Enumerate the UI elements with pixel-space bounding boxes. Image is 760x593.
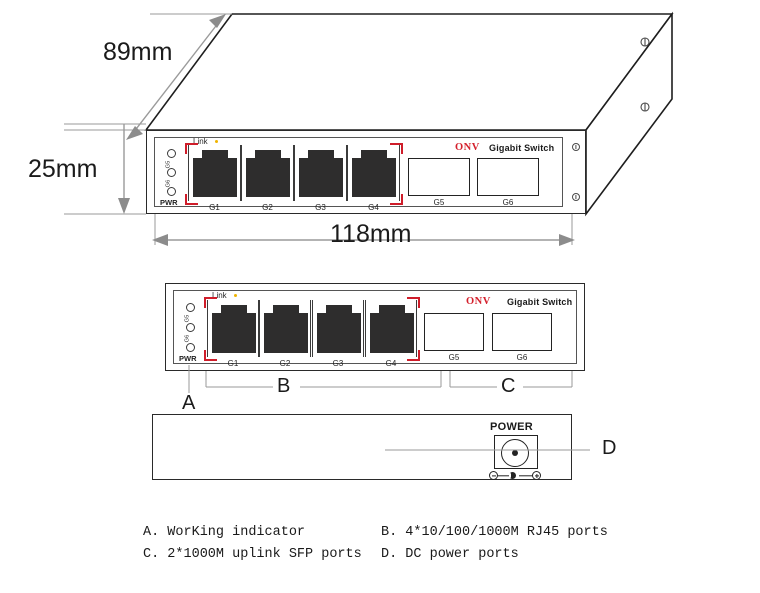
polarity-center-pin-icon [509, 472, 516, 479]
panel-screw-top-1 [572, 143, 580, 151]
rj45-port-g4-callout[interactable] [365, 300, 417, 357]
led-indicator-group-callout: G5 G6 PWR [179, 297, 206, 363]
led-pwr-callout [186, 343, 195, 352]
link-label-top: Link [193, 137, 208, 146]
callout-letter-c: C [501, 375, 516, 397]
link-indicator-dot-callout [234, 294, 237, 297]
chassis-screws-3d [640, 37, 650, 112]
rj45-port-g2-callout[interactable] [259, 300, 311, 357]
dimension-arrow-height [64, 123, 146, 215]
callout-leaders-abc [188, 365, 573, 393]
port-label-g2-top: G2 [262, 203, 273, 212]
product-name-top: Gigabit Switch [489, 143, 555, 153]
callout-leader-d [385, 449, 590, 451]
port-label-g4-top: G4 [368, 203, 379, 212]
led-indicator-group-top: G5 G6 PWR [160, 144, 187, 207]
port-label-g3-callout: G3 [332, 359, 344, 368]
switch-right-face [585, 11, 673, 217]
legend-item-d: D. DC power ports [381, 547, 519, 562]
legend-item-c: C. 2*1000M uplink SFP ports [143, 547, 362, 562]
rj45-port-g4-top[interactable] [347, 145, 400, 201]
rj45-port-g2-top[interactable] [241, 145, 294, 201]
sfp-port-g6-callout[interactable] [492, 313, 552, 351]
port-label-sfp-g6-top: G6 [502, 198, 514, 207]
brand-logo-onv-top: ONV [455, 142, 480, 153]
callout-letter-d: D [602, 437, 617, 459]
product-name-callout: Gigabit Switch [507, 297, 573, 307]
power-label: POWER [490, 421, 534, 433]
brand-logo-onv-callout: ONV [466, 296, 491, 307]
dimension-arrow-width [152, 214, 575, 246]
port-label-sfp-g5-top: G5 [433, 198, 445, 207]
rj45-port-g1-top[interactable] [188, 145, 241, 201]
led-g5-callout [186, 303, 195, 312]
dimension-arrow-depth [64, 13, 232, 140]
led-g5-top [167, 149, 176, 158]
port-label-g1-callout: G1 [227, 359, 239, 368]
led-g6-callout [186, 323, 195, 332]
link-label-callout: Link [212, 291, 227, 300]
port-label-g3-top: G3 [315, 203, 326, 212]
link-indicator-dot-top [215, 140, 218, 143]
led-label-pwr-callout: PWR [179, 354, 197, 363]
legend-item-a: A. WorKing indicator [143, 525, 306, 540]
rj45-port-group-callout [207, 300, 417, 357]
port-label-sfp-g5-callout: G5 [448, 353, 460, 362]
dc-polarity-marking [489, 471, 545, 481]
polarity-negative-icon [489, 471, 498, 480]
polarity-positive-icon [532, 471, 541, 480]
legend-item-b: B. 4*10/100/1000M RJ45 ports [381, 525, 608, 540]
rj45-port-g3-top[interactable] [294, 145, 347, 201]
dc-power-jack-pin [512, 450, 518, 456]
led-label-pwr-top: PWR [160, 198, 178, 207]
port-label-g4-callout: G4 [385, 359, 397, 368]
panel-screw-top-2 [572, 193, 580, 201]
port-label-g1-top: G1 [209, 203, 220, 212]
sfp-port-g6-top[interactable] [477, 158, 539, 196]
rear-panel: POWER [152, 414, 572, 480]
rj45-port-g3-callout[interactable] [312, 300, 364, 357]
led-g6-top [167, 168, 176, 177]
dc-power-jack[interactable] [494, 435, 538, 469]
front-panel-top: G5 G6 PWR Link [146, 130, 586, 214]
dimension-label-height: 25mm [28, 155, 98, 183]
front-panel-top-inner: G5 G6 PWR Link [154, 137, 563, 212]
front-panel-callout-inner: G5 G6 PWR Link [173, 290, 577, 368]
port-label-g2-callout: G2 [279, 359, 291, 368]
led-pwr-top [167, 187, 176, 196]
dimension-label-depth: 89mm [103, 38, 173, 66]
rj45-port-g1-callout[interactable] [207, 300, 259, 357]
rj45-port-group-top [188, 145, 400, 201]
callout-letter-b: B [277, 375, 291, 397]
port-label-sfp-g6-callout: G6 [516, 353, 528, 362]
switch-top-face [144, 13, 674, 131]
front-panel-callout: G5 G6 PWR Link [165, 283, 585, 371]
isometric-switch-view [64, 11, 674, 246]
callout-letter-a: A [182, 392, 196, 414]
sfp-port-g5-callout[interactable] [424, 313, 484, 351]
sfp-port-g5-top[interactable] [408, 158, 470, 196]
dimension-label-width: 118mm [330, 220, 412, 248]
